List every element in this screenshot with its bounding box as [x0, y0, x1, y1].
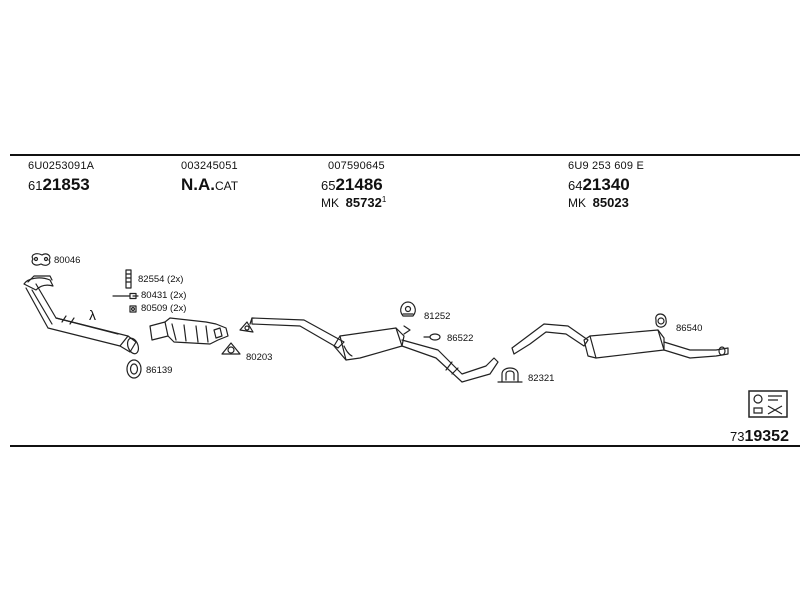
- middle-silencer-icon: [333, 327, 405, 361]
- kit-number-main: 19352: [744, 428, 789, 445]
- clamp-86139-icon: [126, 359, 142, 379]
- mk-label-4: MK: [568, 196, 586, 210]
- catalytic-converter-icon: [149, 317, 229, 345]
- part-number-4: 6421340: [568, 176, 630, 195]
- lambda-sensor-label: λ: [89, 307, 96, 323]
- front-pipe-icon: [23, 275, 140, 355]
- mk-label-3: MK: [321, 196, 339, 210]
- part-label-86522: 86522: [447, 333, 474, 344]
- part-label-82321: 82321: [528, 373, 555, 384]
- part-number-1-main: 21853: [42, 175, 90, 194]
- part-label-80431: 80431 (2x): [141, 290, 187, 301]
- part-label-82554: 82554 (2x): [138, 274, 184, 285]
- mk-sup-3: 1: [381, 195, 387, 204]
- hanger-86540-icon: [655, 313, 667, 328]
- oem-number-3: 007590645: [328, 160, 385, 172]
- gasket-80203-icon: [221, 342, 241, 355]
- clamp-82321-icon: [497, 367, 523, 383]
- bolt-82554-icon: [125, 269, 132, 289]
- rear-pipe-icon: [511, 323, 589, 355]
- part-number-1-prefix: 61: [28, 178, 43, 193]
- oem-number-4: 6U9 253 609 E: [568, 160, 644, 172]
- part-label-86540: 86540: [676, 323, 703, 334]
- part-label-81252: 81252: [424, 311, 451, 322]
- bracket-86522-icon: [403, 325, 441, 341]
- kit-number: 7319352: [730, 428, 789, 446]
- top-divider: [10, 154, 800, 156]
- part-number-3: 6521486: [321, 176, 383, 195]
- part-number-2-main: N.A.: [181, 175, 215, 194]
- mounting-kit-icon: [748, 390, 788, 418]
- part-label-86139: 86139: [146, 365, 173, 376]
- part-label-80046: 80046: [54, 255, 81, 266]
- part-number-2: N.A.CAT: [181, 176, 238, 195]
- rear-silencer-icon: [583, 329, 729, 359]
- part-number-4-prefix: 64: [568, 178, 583, 193]
- kit-number-prefix: 73: [730, 429, 745, 444]
- bottom-divider: [10, 445, 800, 447]
- oem-number-1: 6U0253091A: [28, 160, 95, 172]
- mk-number-3: MK 857321: [321, 195, 386, 210]
- mk-number-4: MK 85023: [568, 195, 629, 210]
- connector-pipe-icon: [401, 339, 499, 383]
- hanger-81252-icon: [400, 301, 416, 317]
- part-number-4-main: 21340: [582, 175, 630, 194]
- flange-icon: [239, 321, 254, 333]
- mk-value-4: 85023: [592, 195, 629, 210]
- middle-pipe-icon: [249, 317, 345, 349]
- part-number-3-main: 21486: [335, 175, 383, 194]
- oem-number-2: 003245051: [181, 160, 238, 172]
- part-label-80509: 80509 (2x): [141, 303, 187, 314]
- nut-80509-icon: [129, 305, 137, 313]
- gasket-80046-icon: [31, 253, 51, 266]
- part-number-3-prefix: 65: [321, 178, 336, 193]
- part-number-1: 6121853: [28, 176, 90, 195]
- part-number-2-suffix: CAT: [215, 179, 239, 193]
- mk-value-3: 85732: [345, 195, 382, 210]
- part-label-80203: 80203: [246, 352, 273, 363]
